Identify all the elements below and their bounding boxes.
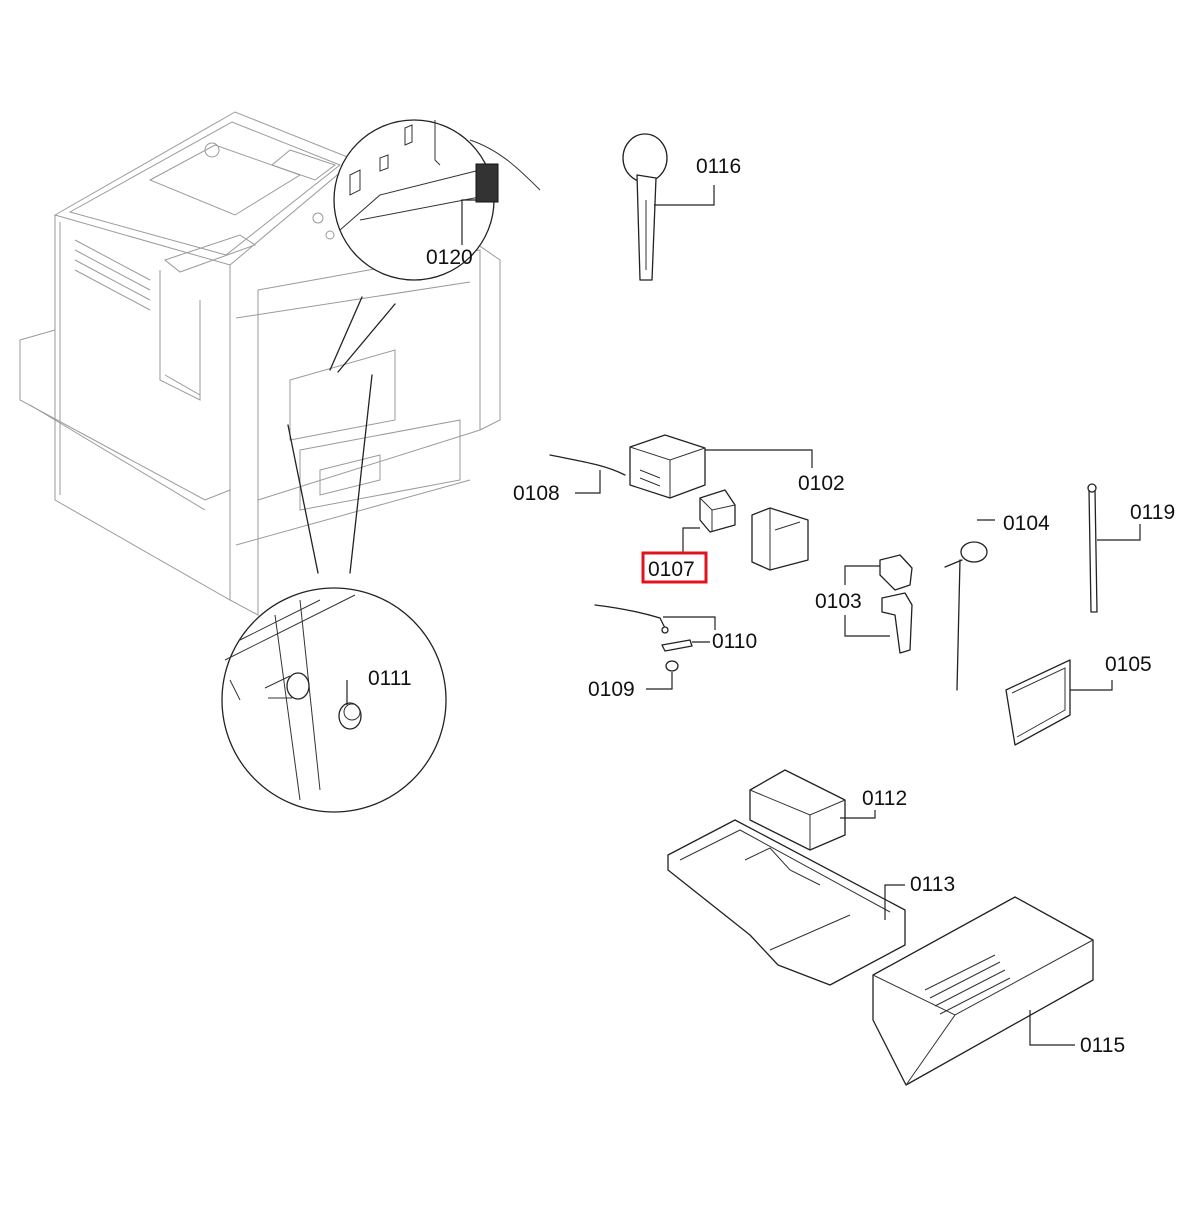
label-0120: 0120 xyxy=(426,246,473,269)
part-0116-drawing xyxy=(622,133,715,281)
part-0108-drawing xyxy=(549,454,626,494)
detail-zoom-top xyxy=(329,119,541,373)
label-0113: 0113 xyxy=(910,873,955,896)
label-0108: 0108 xyxy=(513,482,560,505)
part-0103-drawing xyxy=(844,554,913,654)
label-0107: 0107 xyxy=(648,558,695,581)
label-0104: 0104 xyxy=(1003,512,1050,535)
label-0112: 0112 xyxy=(862,787,907,810)
label-0109: 0109 xyxy=(588,678,635,701)
leader-lines xyxy=(346,199,700,705)
label-0102: 0102 xyxy=(798,472,845,495)
highlight-box-0107 xyxy=(641,551,708,584)
part-0119-drawing xyxy=(1087,483,1141,613)
part-0102-drawing xyxy=(629,434,813,571)
label-0105: 0105 xyxy=(1105,653,1152,676)
label-0119: 0119 xyxy=(1130,501,1175,524)
label-0110: 0110 xyxy=(712,630,757,653)
label-0116: 0116 xyxy=(696,155,741,178)
label-0103: 0103 xyxy=(815,590,862,613)
detail-zoom-bottom xyxy=(221,374,447,813)
part-0112-drawing xyxy=(749,769,876,851)
appliance-body-drawing xyxy=(19,111,501,616)
part-labels: 0116 0120 0108 0102 0107 0104 0119 0103 … xyxy=(368,155,1175,1057)
part-0113-drawing xyxy=(667,819,906,986)
part-0105-drawing xyxy=(1005,659,1113,746)
label-0115: 0115 xyxy=(1080,1034,1125,1057)
part-0110-drawing xyxy=(594,604,716,652)
part-0115-drawing xyxy=(872,896,1094,1086)
label-0111: 0111 xyxy=(368,667,412,690)
part-0104-drawing xyxy=(944,519,995,691)
part-0107-drawing xyxy=(699,489,736,533)
part-0109-drawing xyxy=(646,660,679,690)
